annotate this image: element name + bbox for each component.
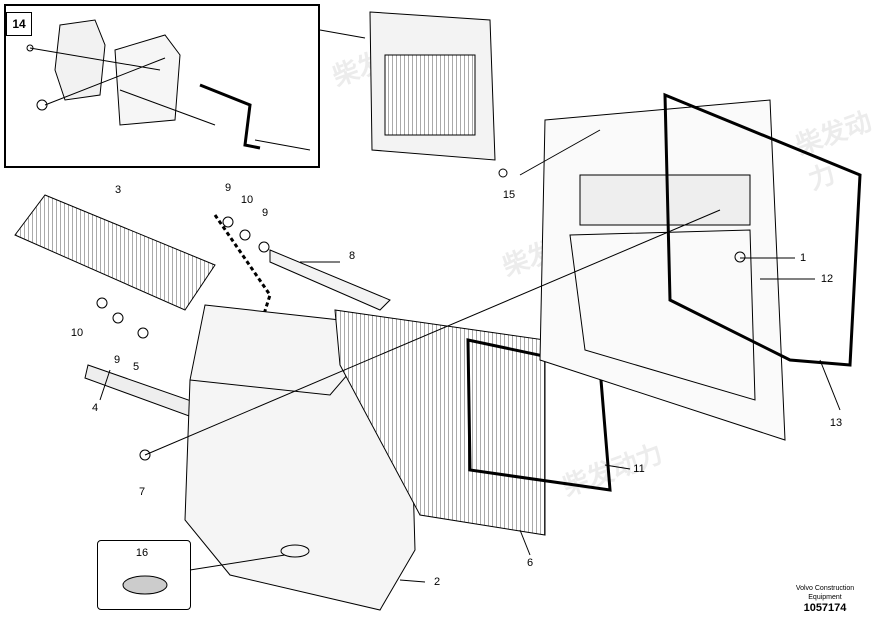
callout-15: 15	[502, 189, 516, 201]
drawing-number: 1057174	[803, 602, 847, 614]
callout-9: 9	[113, 354, 121, 366]
title-block: Volvo Construction Equipment 1057174	[770, 584, 880, 614]
callout-3: 3	[114, 184, 122, 196]
callout-12: 12	[820, 273, 834, 285]
callout-10: 10	[70, 327, 84, 339]
callout-7: 7	[138, 486, 146, 498]
callout-13: 13	[829, 417, 843, 429]
callout-10: 10	[240, 194, 254, 206]
detail-box-14	[4, 4, 320, 168]
callout-16: 16	[135, 547, 149, 559]
company-name-line2: Equipment	[808, 594, 842, 601]
company-name: Volvo Construction	[795, 585, 855, 592]
actuator-part	[54, 19, 106, 101]
callout-8: 8	[348, 250, 356, 262]
callout-9: 9	[261, 207, 269, 219]
callout-1: 1	[799, 252, 807, 264]
callout-5: 5	[132, 361, 140, 373]
bracket-part	[114, 34, 181, 126]
detail-box-16	[97, 540, 191, 610]
callout-2: 2	[433, 576, 441, 588]
callout-9: 9	[224, 182, 232, 194]
callout-11: 11	[633, 463, 645, 475]
callout-6: 6	[526, 557, 534, 569]
detail-label: 14	[6, 12, 32, 36]
callout-4: 4	[91, 402, 99, 414]
